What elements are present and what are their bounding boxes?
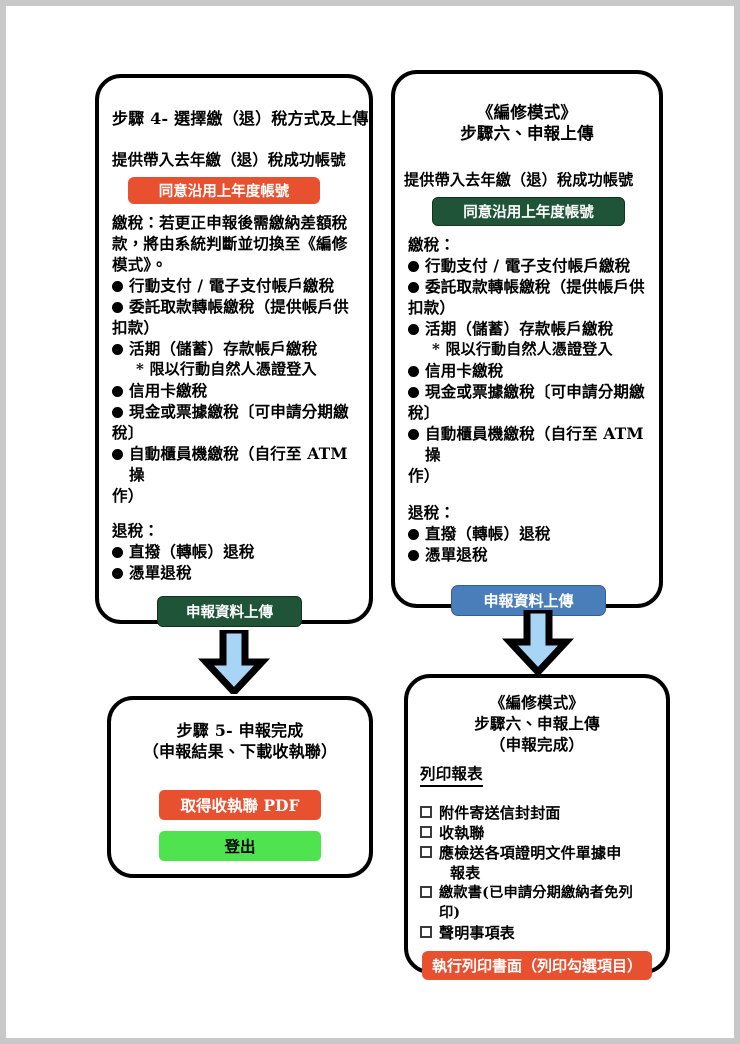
edit-done-title-step: 步驟六、申報上傳 xyxy=(474,714,600,733)
flow-box-step4: 步驟 4- 選擇繳（退）稅方式及上傳 提供帶入去年繳（退）稅成功帳號 同意沿用上… xyxy=(95,74,373,627)
step4-refund-heading: 退稅： xyxy=(112,521,160,540)
edit-done-title-status: （申報完成） xyxy=(489,735,585,754)
flow-box-edit-mode-done: 《編修模式》 步驟六、申報上傳 （申報完成） 列印報表 附件寄送信封封面 收執聯… xyxy=(404,674,670,980)
edit-upload-refund-heading: 退稅： xyxy=(408,503,456,522)
edit-done-section-heading: 列印報表 xyxy=(420,763,483,787)
edit-upload-pay-item-creditcard: 信用卡繳稅 xyxy=(408,360,646,381)
edit-done-print-button[interactable]: 執行列印書面（列印勾選項目） xyxy=(422,951,652,980)
step4-pay-item-atm: 自動櫃員機繳稅（自行至 ATM 操 xyxy=(112,443,356,485)
step5-logout-button[interactable]: 登出 xyxy=(159,831,321,861)
edit-upload-pay-item-cash: 現金或票據繳稅〔可申請分期繳 xyxy=(408,381,646,402)
flow-box-step5-content: 步驟 5- 申報完成 （申報結果、下載收執聯） 取得收執聯 PDF 登出 xyxy=(111,700,369,874)
edit-upload-refund-item-direct: 直撥（轉帳）退稅 xyxy=(408,523,646,544)
step4-pay-item-cash: 現金或票據繳稅〔可申請分期繳 xyxy=(112,401,356,422)
step4-pay-heading-line-3: 模式》。 xyxy=(112,255,168,274)
edit-done-checkbox-receipt[interactable]: 收執聯 xyxy=(420,823,654,843)
step4-pay-item-transfer: 委託取款轉帳繳稅（提供帳戶供 xyxy=(112,296,356,317)
step4-upload-declaration-button[interactable]: 申報資料上傳 xyxy=(157,596,302,627)
edit-upload-lead-text: 提供帶入去年繳（退）稅成功帳號 xyxy=(404,171,634,189)
edit-upload-pay-item-transfer: 委託取款轉帳繳稅（提供帳戶供 xyxy=(408,276,646,297)
step4-pay-item-mobile: 行動支付 / 電子支付帳戶繳稅 xyxy=(112,275,356,296)
arrow-down-step4-to-step5 xyxy=(198,630,270,694)
edit-done-section-heading-wrap: 列印報表 xyxy=(420,763,654,787)
step4-pay-item-savings: 活期（儲蓄）存款帳戶繳稅 xyxy=(112,338,356,359)
edit-upload-refund-item-voucher: 憑單退稅 xyxy=(408,544,646,565)
flow-box-step4-content: 步驟 4- 選擇繳（退）稅方式及上傳 提供帶入去年繳（退）稅成功帳號 同意沿用上… xyxy=(99,78,369,627)
flowchart-canvas: 步驟 4- 選擇繳（退）稅方式及上傳 提供帶入去年繳（退）稅成功帳號 同意沿用上… xyxy=(6,6,734,1038)
flow-box-step5: 步驟 5- 申報完成 （申報結果、下載收執聯） 取得收執聯 PDF 登出 xyxy=(107,696,373,878)
edit-done-checkbox-payment-slip[interactable]: 繳款書(已申請分期繳納者免列印) xyxy=(420,883,654,923)
step4-title: 步驟 4- 選擇繳（退）稅方式及上傳 xyxy=(112,109,369,128)
step4-consent-account-button[interactable]: 同意沿用上年度帳號 xyxy=(128,177,320,204)
edit-upload-pay-item-transfer-cont: 扣款） xyxy=(408,298,456,317)
edit-upload-consent-account-button[interactable]: 同意沿用上年度帳號 xyxy=(432,197,625,226)
document-page: 步驟 4- 選擇繳（退）稅方式及上傳 提供帶入去年繳（退）稅成功帳號 同意沿用上… xyxy=(6,6,734,1038)
edit-upload-pay-item-savings: 活期（儲蓄）存款帳戶繳稅 xyxy=(408,318,646,339)
edit-upload-pay-item-atm-cont: 作） xyxy=(408,466,440,485)
flow-box-edit-mode-upload-content: 《編修模式》 步驟六、申報上傳 提供帶入去年繳（退）稅成功帳號 同意沿用上年度帳… xyxy=(395,74,659,616)
step4-pay-item-creditcard: 信用卡繳稅 xyxy=(112,380,356,401)
step5-title-line1: 步驟 5- 申報完成 xyxy=(176,721,304,740)
edit-upload-title-mode: 《編修模式》 xyxy=(476,103,578,122)
edit-done-title-mode: 《編修模式》 xyxy=(489,693,585,712)
step4-pay-item-cash-cont: 稅〕 xyxy=(112,423,144,442)
step4-pay-item-atm-cont: 作） xyxy=(112,486,144,505)
flow-box-edit-mode-upload: 《編修模式》 步驟六、申報上傳 提供帶入去年繳（退）稅成功帳號 同意沿用上年度帳… xyxy=(391,70,663,616)
step4-pay-heading-line-2: 款，將由系統判斷並切換至《編修 xyxy=(112,234,348,253)
edit-upload-title-step: 步驟六、申報上傳 xyxy=(460,124,594,143)
edit-upload-pay-item-cash-cont: 稅〕 xyxy=(408,403,440,422)
step4-refund-item-voucher: 憑單退稅 xyxy=(112,562,356,583)
step4-pay-note-certificate: * 限以行動自然人憑證登入 xyxy=(136,360,317,378)
edit-done-checkbox-declaration-form[interactable]: 聲明事項表 xyxy=(420,923,654,943)
edit-upload-pay-note-certificate: * 限以行動自然人憑證登入 xyxy=(432,340,613,358)
edit-upload-pay-item-atm: 自動櫃員機繳稅（自行至 ATM 操 xyxy=(408,423,646,465)
edit-upload-pay-item-mobile: 行動支付 / 電子支付帳戶繳稅 xyxy=(408,255,646,276)
step4-refund-item-direct: 直撥（轉帳）退稅 xyxy=(112,541,356,562)
step4-pay-item-transfer-cont: 扣款） xyxy=(112,318,160,337)
edit-done-checkbox-documents-form[interactable]: 應檢送各項證明文件單據申 xyxy=(420,843,654,863)
edit-done-checkbox-envelope-cover[interactable]: 附件寄送信封封面 xyxy=(420,803,654,823)
flow-box-edit-mode-done-content: 《編修模式》 步驟六、申報上傳 （申報完成） 列印報表 附件寄送信封封面 收執聯… xyxy=(408,678,666,980)
step4-lead-text: 提供帶入去年繳（退）稅成功帳號 xyxy=(112,151,346,169)
step4-pay-heading-line-1: 繳稅：若更正申報後需繳納差額稅 xyxy=(112,213,348,232)
edit-upload-pay-heading: 繳稅： xyxy=(408,235,456,254)
step5-get-receipt-pdf-button[interactable]: 取得收執聯 PDF xyxy=(159,790,321,820)
step5-title-line2: （申報結果、下載收執聯） xyxy=(142,742,338,761)
arrow-down-edit-upload-to-edit-done xyxy=(502,610,574,674)
edit-done-checkbox-documents-form-cont: 報表 xyxy=(450,864,481,882)
